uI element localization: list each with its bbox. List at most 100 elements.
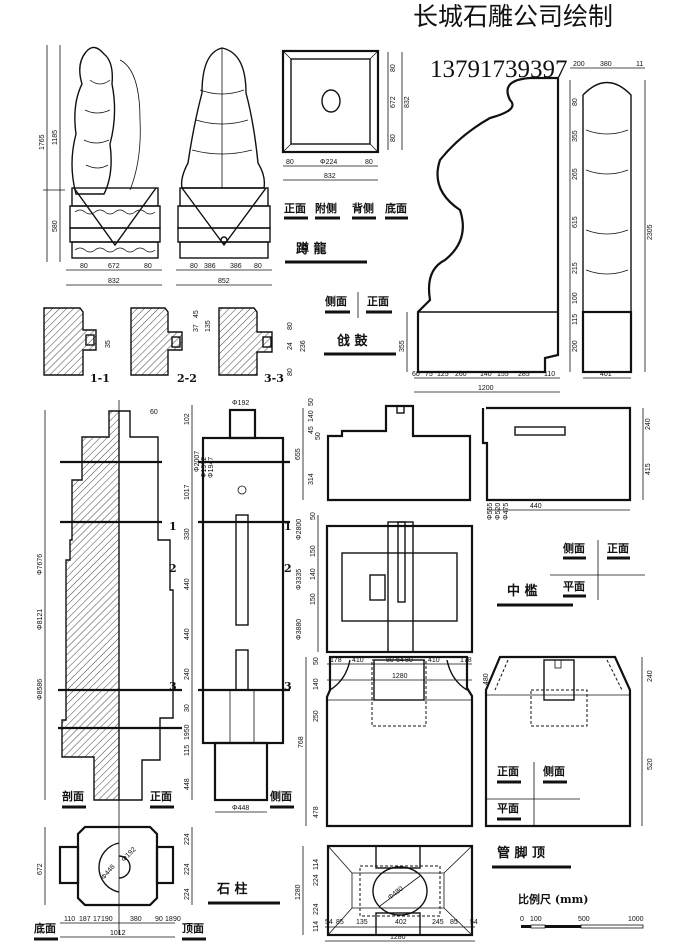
dim-text: 355 [572,130,579,142]
lion-side-elevation [177,47,271,259]
dim-text: Φ192 [232,400,249,407]
dim-text: 1280 [392,673,408,680]
dim-text: 440 [184,578,191,590]
dim-text: 768 [298,736,305,748]
section-mark: 3 [169,680,177,693]
dim-text: 115 [184,745,191,756]
dim-text: 250 [313,710,320,722]
dim-text: 100 [572,292,579,304]
view-labels-dunlong: 正面 附侧 背侧 底面 蹲 龍 [284,201,408,264]
dim-text: 410 [352,657,364,664]
dim-text: 380 [130,916,142,923]
label-bottom: 底面 [385,201,407,215]
label-top: 顶面 [182,922,204,935]
zhongkan-title: 中 槛 [507,583,538,599]
dim-text: 54 [470,919,478,926]
section-mark: 1 [169,520,177,533]
label-front: 正面 [497,765,519,778]
dim-text: 187 [79,916,91,923]
guanjiao-title: 管 脚 顶 [497,845,545,861]
dim-text: 140 [308,410,315,422]
column-title: 石 柱 [216,881,248,897]
dim-text: 114 [313,921,320,932]
dim-text: 37 [193,324,200,332]
label-back: 背侧 [352,201,374,215]
section-mark: 2 [284,562,292,575]
section-label: 2-2 [177,372,197,385]
dim-text: 386 [230,263,242,270]
dim-text: 1280 [295,884,302,900]
dim-text: 102 [184,413,191,425]
dim-text: 45 [193,310,200,318]
dim-text: 140 [480,371,492,378]
dim-text: 832 [404,96,411,108]
dim-580: 580 [52,220,59,232]
dim-text: 440 [184,628,191,640]
dim-text: 1012 [110,930,126,937]
dim-text: 85 [450,919,458,926]
dim-text: 80 [80,263,88,270]
dim-text: 80 [572,98,579,106]
dim-text: 260 [455,371,467,378]
dim-text: 386 [204,263,216,270]
dim-text: 80 [254,263,262,270]
dim-text: 80 [287,322,294,330]
dim-text: 314 [308,473,315,485]
dim-text: Φ8121 [37,609,44,630]
dim-text: Φ224 [320,159,337,166]
dim-text: 224 [184,833,191,845]
dunlong-title: 蹲 龍 [296,241,327,257]
dim-text: 852 [218,278,230,285]
label-section: 剖面 [62,789,84,803]
dim-text: 90 [155,916,163,923]
column-section-front: Φ8586 Φ8121 Φ7676 60 [37,400,182,935]
dim-text: 240 [184,668,191,680]
dim-text: 11 [636,61,643,68]
column-plan: Φ448 Φ192 672 224 224 224 110 187 17 190… [34,825,280,941]
dim-text: 135 [205,320,212,332]
guanjiao-views: 50 140 250 768 478 480 240 520 Φ480 1280… [295,655,654,942]
label-side: 侧面 [270,789,292,803]
dim-text: Φ1972 [201,457,208,478]
dim-text: 50 [310,512,317,520]
dim-text: 1280 [390,934,406,941]
dim-text: 832 [324,173,336,180]
dim-text: Φ448 [100,863,117,881]
dim-text: 80 [390,64,397,72]
dim-text: 135 [356,919,368,926]
scale-tick: 500 [578,916,590,923]
dim-text: 2305 [647,224,654,240]
dim-text: 30 [184,704,191,712]
dim-text: 75 [425,371,433,378]
label-front: 正面 [367,295,389,308]
dim-text: 480 [483,673,490,685]
label-front: 正面 [284,202,306,215]
dim-text: Φ2800 [296,519,303,540]
dim-text: 60 [412,371,420,378]
dim-text: 415 [645,463,652,475]
label-side: 侧面 [543,764,565,778]
section-mark: 1 [284,520,292,533]
section-label: 1-1 [90,372,110,385]
dim-text: 1200 [478,385,494,392]
dim-text: Φ3335 [296,569,303,590]
dim-text: 200 [573,61,585,68]
dim-text: 80 [287,368,294,376]
dim-text: 224 [313,903,320,915]
dim-text: Φ192 [120,846,137,863]
label-plan: 平面 [497,802,519,815]
dim-text: 90 [173,916,181,923]
dim-text: 110 [64,916,75,923]
dim-text: 615 [572,216,579,228]
company-title: 长城石雕公司绘制 [413,2,613,31]
dim-text: 18 [165,916,173,923]
dim-text: 215 [572,262,579,274]
scale-tick: 100 [530,916,542,923]
dim-text: 265 [572,168,579,180]
dim-text: 1017 [184,484,191,500]
dim-text: 35 [105,340,112,348]
label-side: 侧面 [325,294,347,308]
dim-text: 240 [645,418,652,430]
dim-text: Φ475 [503,503,510,520]
